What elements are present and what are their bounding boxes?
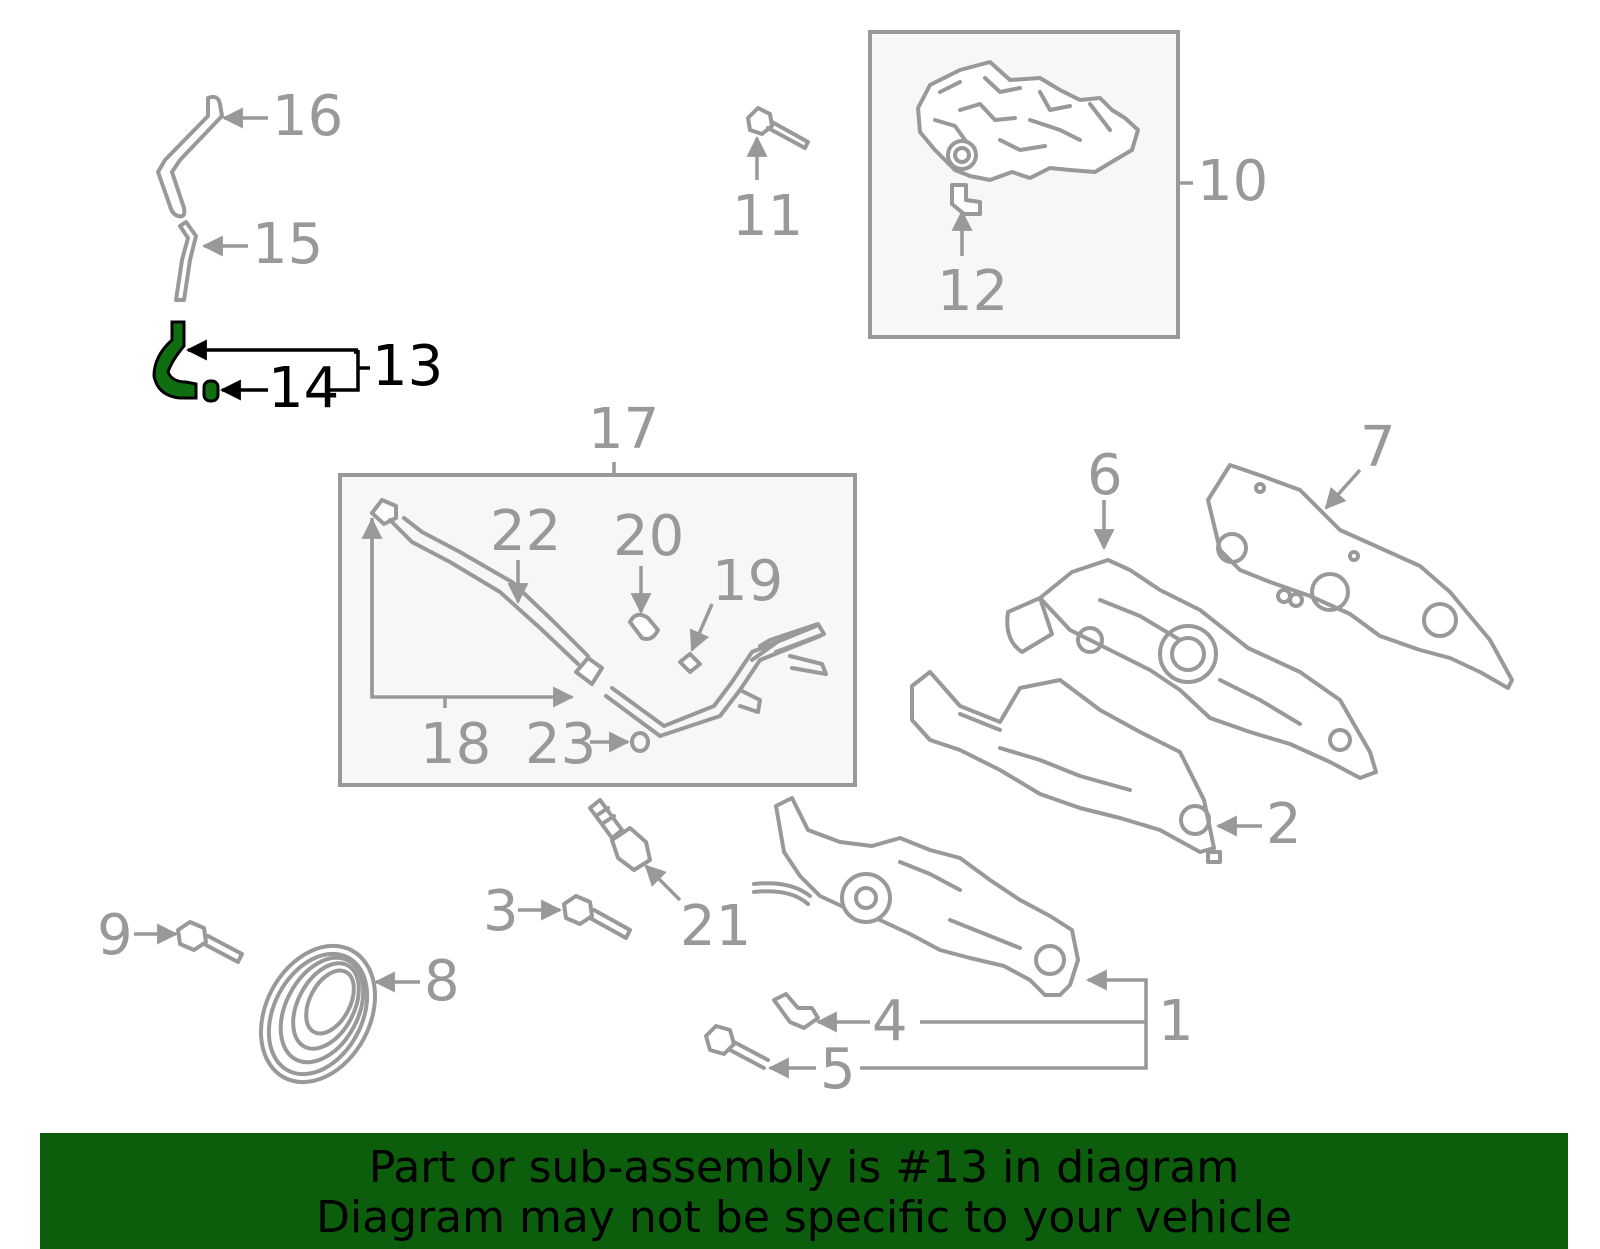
assembly-box-17 xyxy=(338,473,857,787)
banner-line-2: Diagram may not be specific to your vehi… xyxy=(316,1192,1292,1243)
water-pump-1 xyxy=(752,796,1080,997)
callout-11: 11 xyxy=(732,184,803,249)
callout-17: 17 xyxy=(588,397,659,462)
bolt-5 xyxy=(704,1024,770,1070)
callout-22: 22 xyxy=(490,499,561,564)
timing-cover-6 xyxy=(1005,558,1378,780)
callout-19: 19 xyxy=(712,549,783,614)
plug-19 xyxy=(678,652,702,674)
hose-13-highlighted xyxy=(152,320,198,400)
grommet-20 xyxy=(628,612,660,641)
callout-9: 9 xyxy=(97,903,133,968)
callout-5: 5 xyxy=(820,1037,856,1102)
callout-18: 18 xyxy=(420,712,491,777)
bolt-11 xyxy=(746,106,810,150)
callout-7: 7 xyxy=(1360,415,1396,480)
bolt-3 xyxy=(562,894,632,940)
thermostat-housing xyxy=(916,60,1140,216)
hose-22 xyxy=(370,498,604,686)
callout-15: 15 xyxy=(252,212,323,277)
hose-16 xyxy=(156,94,224,219)
callout-8: 8 xyxy=(424,949,460,1014)
gasket-7 xyxy=(1206,463,1514,690)
info-banner: Part or sub-assembly is #13 in diagram D… xyxy=(40,1133,1568,1249)
callout-21: 21 xyxy=(680,894,751,959)
callout-2: 2 xyxy=(1266,792,1302,857)
coolant-pipe xyxy=(604,622,828,738)
o-ring-23 xyxy=(630,731,650,753)
hose-15 xyxy=(174,220,198,302)
callout-13: 13 xyxy=(372,334,443,399)
bolt-9 xyxy=(176,920,244,964)
bracket-4 xyxy=(772,992,820,1030)
callout-3: 3 xyxy=(483,879,519,944)
banner-line-1: Part or sub-assembly is #13 in diagram xyxy=(368,1142,1240,1193)
clamp-14 xyxy=(202,379,220,403)
gasket-2 xyxy=(910,670,1222,864)
callout-16: 16 xyxy=(272,84,343,149)
callout-20: 20 xyxy=(613,504,684,569)
callout-14: 14 xyxy=(268,356,339,421)
callout-12: 12 xyxy=(937,259,1008,324)
callout-1: 1 xyxy=(1158,989,1194,1054)
callout-10: 10 xyxy=(1197,149,1268,214)
stud-21 xyxy=(588,798,652,872)
callout-4: 4 xyxy=(872,989,908,1054)
callout-6: 6 xyxy=(1087,443,1123,508)
callout-23: 23 xyxy=(525,712,596,777)
pulley-8 xyxy=(258,943,378,1085)
